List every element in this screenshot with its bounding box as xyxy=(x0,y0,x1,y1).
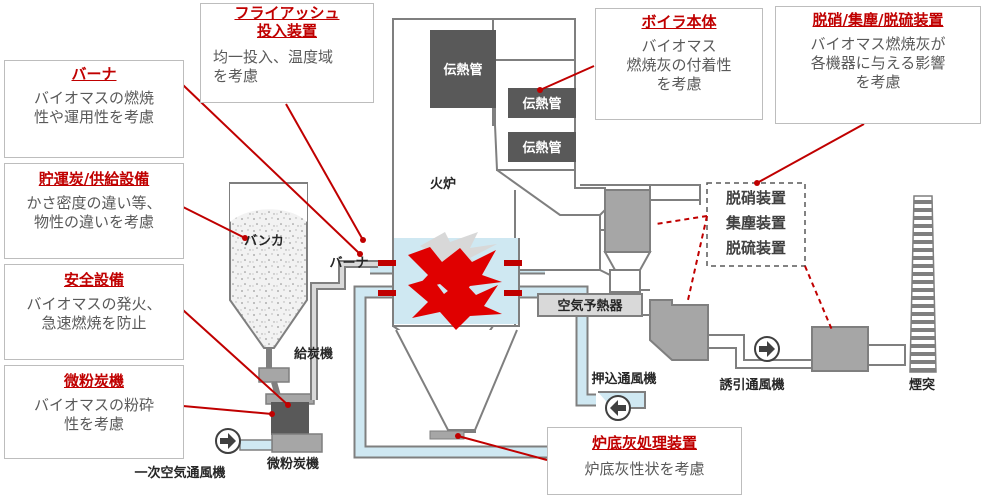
coal-feeder xyxy=(258,367,290,383)
induced-draft-fan xyxy=(754,336,780,362)
leader-denitration-4 xyxy=(804,265,833,331)
callout-pulverizer-body-2: 性を考慮 xyxy=(63,415,124,433)
leader-boiler xyxy=(539,65,595,91)
label-furnace: 火炉 xyxy=(430,176,456,192)
leader-pulverizer xyxy=(182,405,273,415)
label-air-preheater: 空気予熱器 xyxy=(557,298,623,314)
label-env-2: 集塵装置 xyxy=(725,214,786,232)
label-coal-feeder: 給炭機 xyxy=(294,346,333,362)
label-induced-draft-fan: 誘引通風機 xyxy=(719,377,784,393)
callout-fly-ash-body-1: 均一投入、温度域 xyxy=(213,48,334,66)
primary-air-fan xyxy=(215,428,241,454)
label-stack: 煙突 xyxy=(909,377,935,393)
leader-denitration-2 xyxy=(655,215,708,225)
callout-pulverizer: 微粉炭機 バイオマスの粉砕 性を考慮 xyxy=(4,365,184,459)
furnace xyxy=(392,18,601,433)
burner-nozzles xyxy=(378,260,522,296)
callout-storage-title: 貯運炭/供給設備 xyxy=(38,170,150,188)
leader-lines xyxy=(182,65,865,461)
label-heat-tube-2: 伝熱管 xyxy=(522,96,561,112)
callout-safety-body-2: 急速燃焼を防止 xyxy=(41,314,147,332)
leader-fly-ash xyxy=(285,103,364,241)
desulfurizer xyxy=(811,326,869,372)
callout-bottom-ash: 炉底灰処理装置 炉底灰性状を考慮 xyxy=(547,427,742,495)
callout-denitration-body-3: を考慮 xyxy=(855,73,901,91)
label-forced-draft-fan: 押込通風機 xyxy=(591,371,656,387)
callout-denitration-body-2: 各機器に与える影響 xyxy=(810,54,946,72)
callout-bottom-ash-title: 炉底灰処理装置 xyxy=(591,434,697,452)
leader-burner xyxy=(182,84,361,255)
callout-boiler: ボイラ本体 バイオマス 燃焼灰の付着性 を考慮 xyxy=(595,8,763,120)
stack xyxy=(909,195,937,373)
dust-collector xyxy=(649,299,709,361)
callout-burner-body-1: バイオマスの燃焼 xyxy=(33,89,154,107)
leader-denitration-3 xyxy=(687,215,708,301)
label-bunker: バンカ xyxy=(244,234,284,249)
economizer-block xyxy=(604,189,651,253)
label-env-3: 脱硫装置 xyxy=(726,239,786,257)
leader-denitration xyxy=(756,123,865,184)
heat-tube-lower xyxy=(508,132,576,162)
callout-boiler-body-2: 燃焼灰の付着性 xyxy=(626,56,732,74)
callout-storage-body-2: 物性の違いを考慮 xyxy=(33,213,154,231)
env-equipment-box xyxy=(706,182,806,267)
callout-pulverizer-title: 微粉炭機 xyxy=(63,372,124,390)
callout-denitration-body-1: バイオマス燃焼灰が xyxy=(810,35,946,53)
label-burner: バーナ xyxy=(329,256,368,271)
callout-boiler-body-1: バイオマス xyxy=(641,37,717,55)
callout-safety: 安全設備 バイオマスの発火、 急速燃焼を防止 xyxy=(4,264,184,360)
callout-fly-ash-title-1: フライアッシュ xyxy=(234,4,340,22)
callout-fly-ash-title-2: 投入装置 xyxy=(256,22,317,40)
heat-tube-upper xyxy=(430,30,496,108)
burner-flames xyxy=(408,232,502,330)
callout-pulverizer-body-1: バイオマスの粉砕 xyxy=(33,396,154,414)
callout-bottom-ash-body: 炉底灰性状を考慮 xyxy=(584,460,705,478)
callout-safety-title: 安全設備 xyxy=(63,271,124,289)
callout-denitration: 脱硝/集塵/脱硫装置 バイオマス燃焼灰が 各機器に与える影響 を考慮 xyxy=(775,6,981,124)
air-preheater xyxy=(537,293,643,317)
callout-storage: 貯運炭/供給設備 かさ密度の違い等、 物性の違いを考慮 xyxy=(4,163,184,259)
callout-boiler-title: ボイラ本体 xyxy=(641,13,717,31)
callout-fly-ash-body-2: を考慮 xyxy=(213,67,259,85)
leader-safety xyxy=(182,309,289,406)
callout-denitration-title: 脱硝/集塵/脱硫装置 xyxy=(812,11,944,29)
label-primary-air-fan: 一次空気通風機 xyxy=(134,465,225,481)
bunker xyxy=(229,182,308,349)
callout-safety-body-1: バイオマスの発火、 xyxy=(26,295,162,313)
heat-tube-middle xyxy=(508,88,576,118)
callout-boiler-body-3: を考慮 xyxy=(656,75,702,93)
label-heat-tube-1: 伝熱管 xyxy=(443,62,482,78)
callout-burner: バーナ バイオマスの燃焼 性や運用性を考慮 xyxy=(4,60,184,158)
label-heat-tube-3: 伝熱管 xyxy=(522,140,561,156)
label-pulverizer: 微粉炭機 xyxy=(266,456,319,472)
callout-storage-body-1: かさ密度の違い等、 xyxy=(26,194,162,212)
bottom-ash-outlet xyxy=(429,430,465,440)
pulverizer xyxy=(265,393,323,453)
callout-burner-title: バーナ xyxy=(71,65,117,83)
callout-fly-ash: フライアッシュ 投入装置 均一投入、温度域 を考慮 xyxy=(200,3,374,103)
forced-draft-fan xyxy=(598,391,646,421)
callout-burner-body-2: 性や運用性を考慮 xyxy=(33,108,154,126)
leader-bottom-ash xyxy=(457,435,548,461)
label-env-1: 脱硝装置 xyxy=(726,189,786,207)
leader-storage xyxy=(182,206,246,239)
